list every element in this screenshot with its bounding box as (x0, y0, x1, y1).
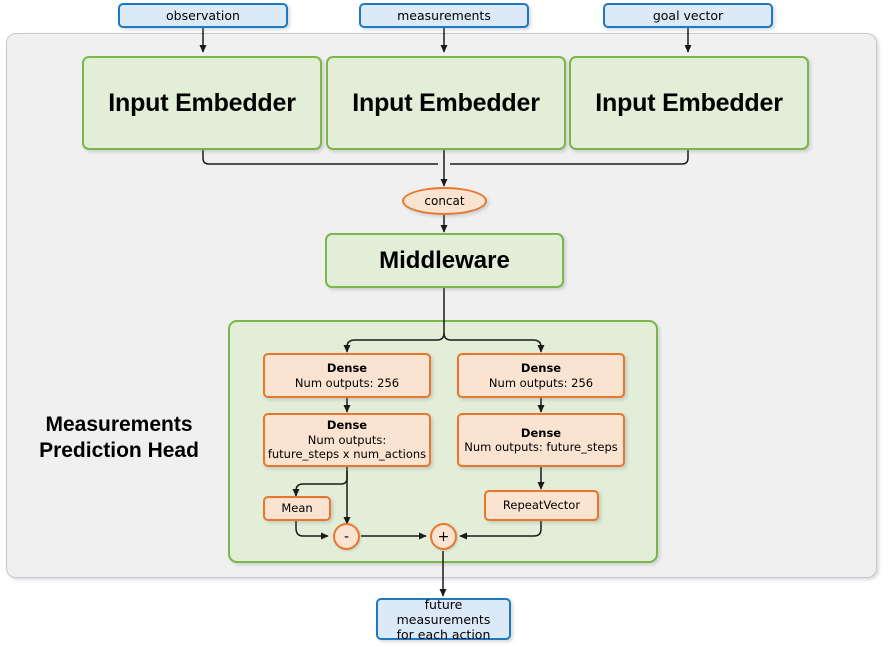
concat-node[interactable]: concat (402, 187, 487, 215)
mean-block[interactable]: Mean (263, 496, 331, 521)
dense-left-2-outputs-value: future_steps x num_actions (267, 447, 427, 462)
dense-left-1[interactable]: Dense Num outputs: 256 (263, 353, 431, 398)
dense-left-2-title: Dense (326, 418, 368, 433)
input-goal-vector-label: goal vector (652, 8, 724, 23)
input-observation[interactable]: observation (118, 3, 288, 28)
input-embedder-goal-vector-label: Input Embedder (595, 88, 783, 117)
repeat-vector-block[interactable]: RepeatVector (484, 490, 599, 521)
dense-left-1-title: Dense (326, 361, 368, 375)
middleware-block[interactable]: Middleware (325, 233, 564, 288)
input-embedder-goal-vector[interactable]: Input Embedder (569, 56, 809, 150)
concat-label: concat (424, 194, 465, 208)
dense-left-2[interactable]: Dense Num outputs: future_steps x num_ac… (263, 413, 431, 467)
output-line-2: for each action (396, 626, 491, 642)
add-operator-label: + (437, 528, 450, 545)
dense-right-1[interactable]: Dense Num outputs: 256 (457, 353, 625, 398)
head-title-line-1: Measurements (45, 413, 193, 436)
repeat-vector-label: RepeatVector (502, 498, 581, 513)
mean-label: Mean (281, 501, 313, 516)
dense-right-2[interactable]: Dense Num outputs: future_steps (457, 413, 625, 467)
output-line-1: future measurements (396, 596, 491, 627)
dense-right-2-title: Dense (520, 425, 562, 440)
output-future-measurements[interactable]: future measurements for each action (376, 596, 511, 642)
input-measurements-label: measurements (397, 8, 491, 23)
dense-left-2-outputs-label: Num outputs: (307, 432, 387, 447)
input-embedder-observation[interactable]: Input Embedder (82, 56, 322, 150)
dense-right-2-outputs: Num outputs: future_steps (464, 440, 618, 454)
input-goal-vector[interactable]: goal vector (603, 3, 773, 28)
input-measurements[interactable]: measurements (359, 3, 529, 28)
dense-right-1-outputs: Num outputs: 256 (488, 375, 594, 390)
dense-right-1-title: Dense (520, 361, 562, 375)
add-operator[interactable]: + (430, 523, 457, 550)
middleware-label: Middleware (379, 246, 510, 274)
input-embedder-measurements-label: Input Embedder (352, 88, 540, 117)
input-embedder-observation-label: Input Embedder (108, 88, 296, 117)
input-embedder-measurements[interactable]: Input Embedder (326, 56, 566, 150)
input-observation-label: observation (166, 8, 240, 23)
head-title-line-2: Prediction Head (39, 439, 199, 462)
subtract-operator[interactable]: - (333, 523, 360, 550)
dense-left-1-outputs: Num outputs: 256 (294, 375, 400, 390)
measurements-prediction-head-title: Measurements Prediction Head (18, 412, 220, 464)
subtract-operator-label: - (343, 528, 350, 545)
